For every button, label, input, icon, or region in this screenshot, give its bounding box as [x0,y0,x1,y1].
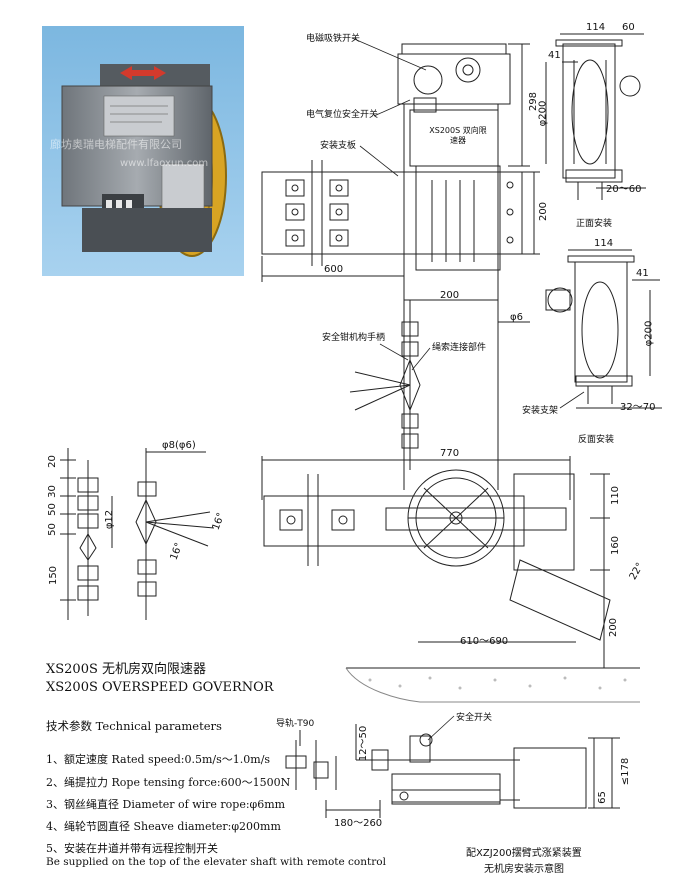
dim-left-d12: φ12 [104,509,116,530]
dim-160: 160 [610,535,622,556]
dim-front-60: 60 [622,22,635,33]
dim-200-bottom: 200 [608,617,620,638]
params-heading: 技术参数 Technical parameters [46,719,222,733]
dim-left-d8: φ8(φ6) [162,440,196,451]
param-item: 3、钢丝绳直径 Diameter of wire rope:φ6mm [46,798,286,811]
arrow-icon [128,70,158,76]
param-item: 1、额定速度 Rated speed:0.5m/s～1.0m/s [46,753,271,766]
product-photo: 廊坊奥瑞电梯配件有限公司 www.lfaoxun.com [42,26,244,276]
dim-front-d200: φ200 [537,100,549,127]
dim-left-50a: 50 [46,503,58,516]
label-back-install: 反面安装 [578,435,615,445]
dim-110: 110 [610,485,622,506]
param-item: 5、安装在井道并带有远程控制开关 [46,842,218,855]
label-em-switch: 电磁吸铁开关 [306,34,361,44]
dim-front-41: 41 [548,50,561,61]
dim-770: 770 [440,448,460,459]
dim-front-20-60: 20～60 [606,184,642,195]
param-item: 2、绳提拉力 Rope tensing force:600～1500N [46,776,291,789]
dim-rope-6: φ6 [510,312,523,323]
label-front-install: 正面安装 [576,219,613,229]
dim-left-50b: 50 [46,523,58,536]
dim-600: 600 [324,264,344,275]
dim-left-30: 30 [46,485,58,498]
dim-178: ≤178 [620,757,632,786]
label-safety-lever: 安全钳机构手柄 [322,333,386,343]
param-item: 4、绳轮节圆直径 Sheave diameter:φ200mm [46,820,281,833]
title-cn: XS200S 无机房双向限速器 [46,662,207,677]
dim-200-height: 200 [538,201,550,222]
label-reset-switch: 电气复位安全开关 [306,110,379,120]
label-mount-plate: 安装支板 [320,141,357,151]
label-install-schematic: 无机房安装示意图 [484,864,564,875]
governor-photo-illustration [42,26,244,276]
dim-back-32-70: 32～70 [620,402,656,413]
dim-left-150: 150 [48,565,60,586]
label-rope-connector: 绳索连接部件 [432,343,487,353]
dim-12-50: 12～50 [358,725,370,762]
dim-back-41: 41 [636,268,649,279]
dim-back-114: 114 [594,238,614,249]
dim-610-690: 610～690 [460,636,509,647]
label-tensioner: 配XZJ200摆臂式涨紧装置 [466,848,582,859]
dim-200-width: 200 [440,290,460,301]
dim-back-d200: φ200 [643,320,655,347]
photo-watermark-url: www.lfaoxun.com [120,158,209,169]
title-en: XS200S OVERSPEED GOVERNOR [46,680,274,695]
param-item: Be supplied on the top of the elevater s… [46,856,386,868]
dim-front-114: 114 [586,22,606,33]
dim-65: 65 [596,791,608,804]
housing-label: XS200S 双向限速器 [429,126,487,145]
label-guide-rail: 导轨-T90 [276,719,315,729]
dim-180-260: 180～260 [334,818,383,829]
photo-watermark-cn: 廊坊奥瑞电梯配件有限公司 [50,138,182,151]
label-bracket: 安装支架 [522,406,559,416]
label-safety-switch: 安全开关 [456,713,493,723]
dim-left-20: 20 [46,455,58,468]
